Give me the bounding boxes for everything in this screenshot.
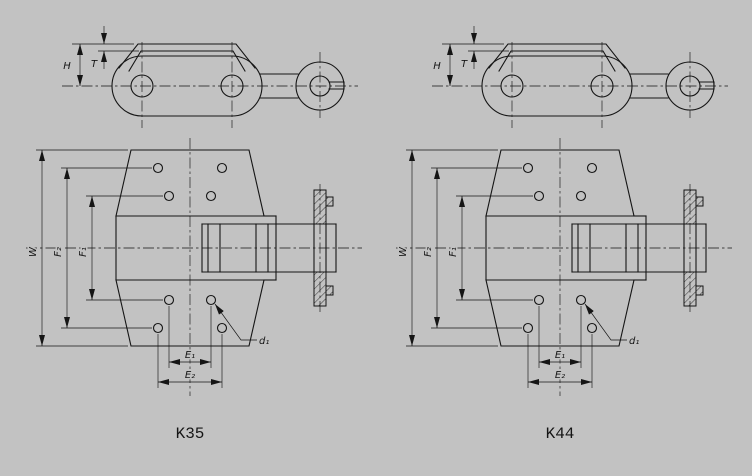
figure-k35 [26,26,362,396]
figure-k44 [396,26,732,396]
caption-k35: K35 [176,425,205,443]
caption-k44: K44 [546,425,575,443]
